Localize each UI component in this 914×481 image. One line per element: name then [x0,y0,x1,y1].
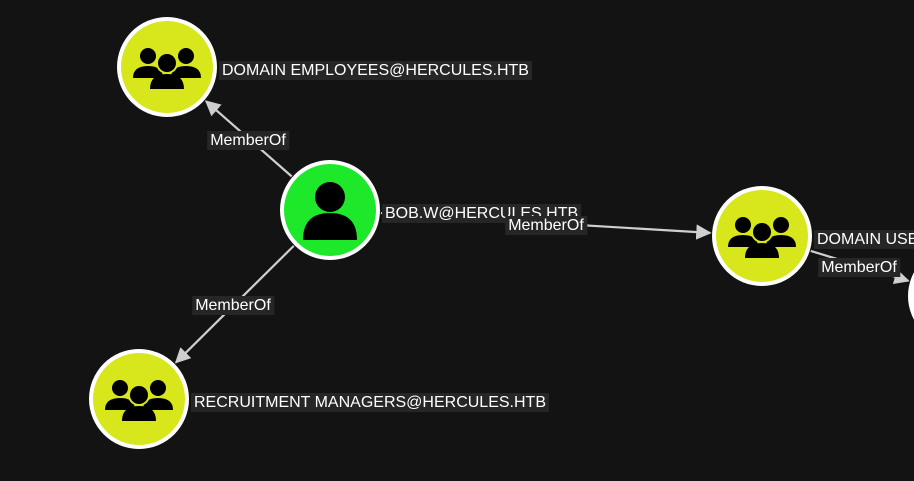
edge-label-background [818,258,901,277]
user-icon [303,182,357,240]
edge-label-background [207,131,290,150]
node-recruitment-managers[interactable]: RECRUITMENT MANAGERS@HERCULES.HTB [89,349,549,449]
edge-label-text: MemberOf [508,217,584,234]
group-icon [133,48,201,89]
edge-label[interactable]: MemberOf [192,296,275,315]
edge-label-text: MemberOf [195,297,271,314]
edge-label-text: MemberOf [210,132,286,149]
node-label: DOMAIN USE [814,230,914,249]
edge-label[interactable]: MemberOf [818,258,901,277]
node-label-background [814,230,914,249]
node-label-text: DOMAIN USE [817,231,914,248]
node-domain-employees[interactable]: DOMAIN EMPLOYEES@HERCULES.HTB [117,17,532,117]
edge-label[interactable]: MemberOf [505,216,588,235]
nodes-layer: BOB.W@HERCULES.HTB DOMAIN EMPLOYEES@HERCU… [89,17,914,449]
node-label-background [219,61,532,80]
node-domain-users[interactable]: DOMAIN USE [712,186,914,286]
node-label: RECRUITMENT MANAGERS@HERCULES.HTB [191,393,549,412]
group-icon [105,380,173,421]
node-label-background [191,393,549,412]
edge-label-background [505,216,588,235]
node-bob[interactable]: BOB.W@HERCULES.HTB [280,160,582,260]
node-ring [908,272,914,320]
node-offscreen[interactable] [908,246,914,346]
edge-label[interactable]: MemberOf [207,131,290,150]
node-label: DOMAIN EMPLOYEES@HERCULES.HTB [219,61,532,80]
edge-label-text: MemberOf [821,259,897,276]
group-icon [728,217,796,258]
node-label-text: DOMAIN EMPLOYEES@HERCULES.HTB [222,62,529,79]
node-label-text: RECRUITMENT MANAGERS@HERCULES.HTB [194,394,546,411]
edge-label-background [192,296,275,315]
